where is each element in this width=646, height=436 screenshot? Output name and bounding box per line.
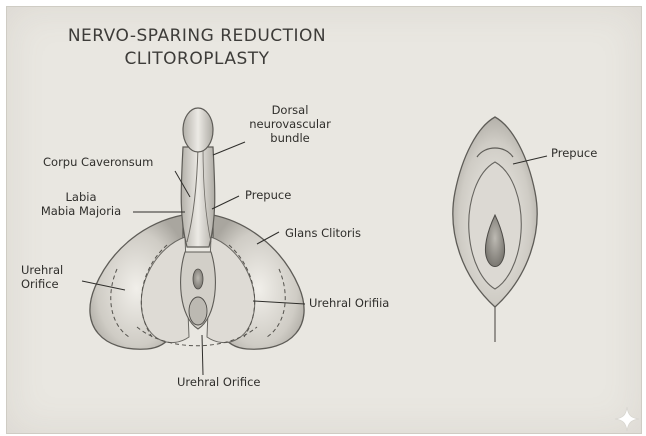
sparkle-icon [614,406,640,432]
left-illustration [82,108,305,375]
label-labia: Labia Mabia Majoria [31,190,131,218]
glans-head [183,108,213,152]
label-dorsal-neurovascular-bundle: Dorsal neurovascular bundle [235,103,345,145]
label-dorsal-line-3: bundle [235,131,345,145]
label-prepuce-left: Prepuce [245,188,291,202]
label-urehral-orifice-bottom: Urehral Orifice [177,375,261,389]
vaginal-opening [189,297,207,325]
label-urehral-orifiia: Urehral Orifiia [309,296,389,310]
label-corpu-caveronsum: Corpu Caveronsum [43,155,153,169]
leader-urehral-bottom [202,335,203,375]
label-dorsal-line-1: Dorsal [235,103,345,117]
shaft [181,147,215,247]
drawing-sheet: NERVO-SPARING REDUCTION CLITOROPLASTY [6,6,642,434]
label-dorsal-line-2: neurovascular [235,117,345,131]
label-prepuce-right: Prepuce [551,146,597,160]
label-labia-line-1: Labia [31,190,131,204]
leader-prepuce-left [212,196,239,209]
urethral-opening [193,269,203,289]
label-labia-line-2: Mabia Majoria [31,204,131,218]
anatomy-illustration [7,7,641,433]
label-glans-clitoris: Glans Clitoris [285,226,361,240]
right-illustration [453,117,547,342]
label-urehral-left-line-1: Urehral [21,263,63,277]
label-urehral-orifice-left: Urehral Orifice [21,263,63,291]
label-urehral-left-line-2: Orifice [21,277,63,291]
